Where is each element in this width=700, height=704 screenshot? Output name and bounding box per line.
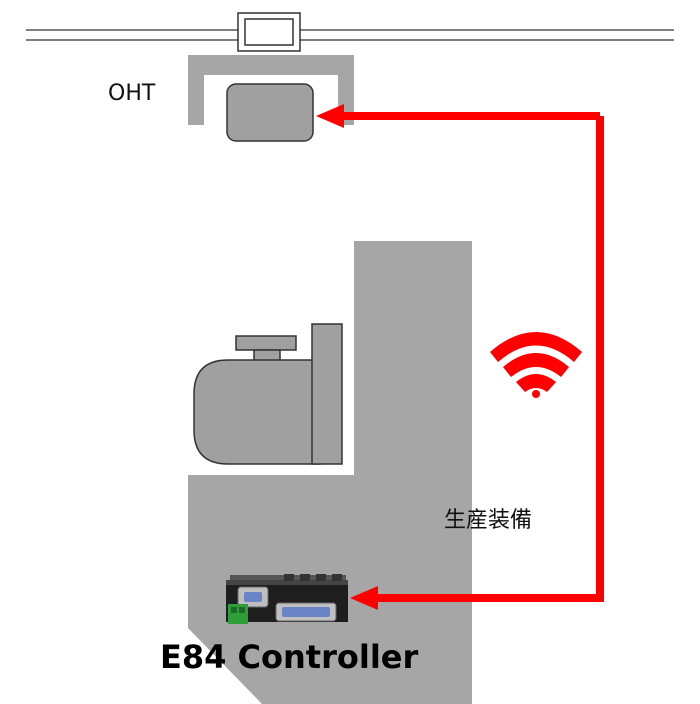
- arrow-to-controller: [350, 586, 378, 610]
- foup-carrier: [193, 323, 343, 465]
- controller-label: E84 Controller: [160, 638, 418, 676]
- oht-label: OHT: [108, 81, 156, 106]
- oht-gripper: [226, 83, 314, 142]
- load-port-door: [311, 323, 343, 465]
- communication-link: [316, 104, 604, 610]
- foup-body: [193, 359, 321, 465]
- equipment-label: 生産装備: [444, 508, 532, 533]
- arrow-to-oht: [316, 104, 344, 128]
- wifi-icon: [490, 332, 582, 398]
- equipment-body: [188, 241, 472, 704]
- e84-controller-device: [226, 574, 348, 624]
- foup-handle: [235, 335, 297, 351]
- overhead-rail: [26, 29, 674, 41]
- oht-vehicle: [188, 12, 354, 142]
- oht-frame-left: [188, 55, 204, 125]
- oht-frame-top: [188, 55, 354, 75]
